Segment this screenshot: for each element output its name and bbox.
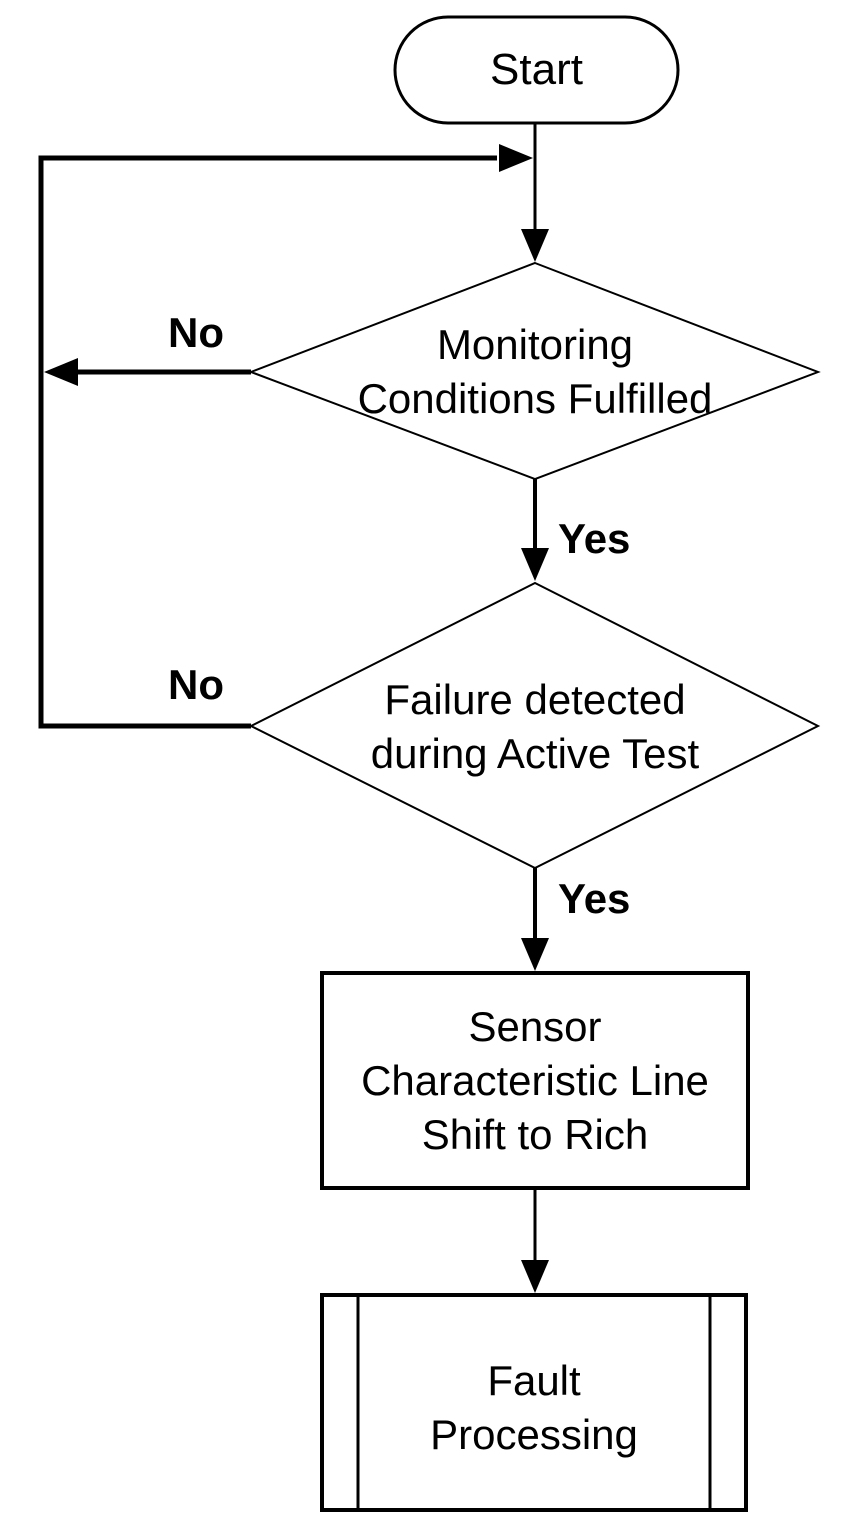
arrowhead-down-icon xyxy=(521,1260,549,1293)
arrowhead-down-icon xyxy=(521,938,549,971)
arrowhead-down-icon xyxy=(521,548,549,581)
process2-shape xyxy=(320,1293,748,1512)
arrowhead-left-icon xyxy=(44,358,78,386)
arrowhead-right-icon xyxy=(499,144,533,172)
start-node-shape xyxy=(393,15,680,125)
decision1-shape xyxy=(248,261,821,481)
arrowhead-down-icon xyxy=(521,229,549,262)
decision2-shape xyxy=(248,581,821,870)
edge-decision2-no-loop xyxy=(38,155,497,729)
process1-shape xyxy=(320,971,750,1190)
